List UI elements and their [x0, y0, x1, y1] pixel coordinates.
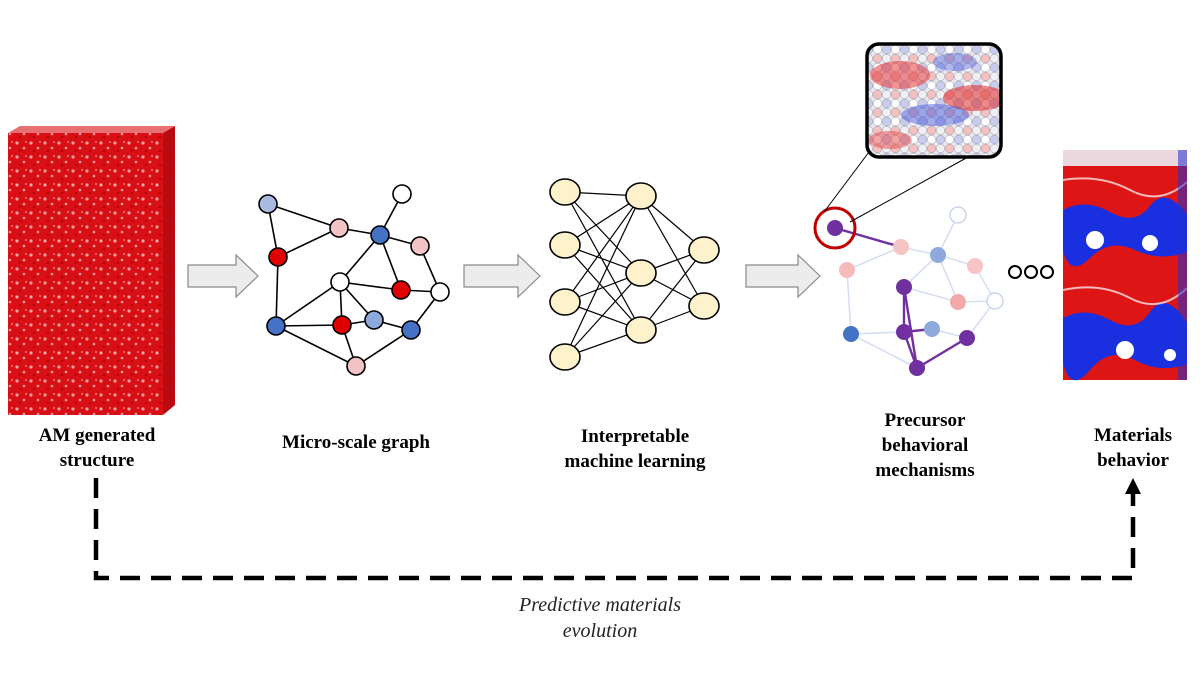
label-am-structure: AM generated structure: [0, 423, 194, 473]
input-neuron: [549, 288, 581, 316]
input-neuron: [549, 178, 581, 206]
ellipsis-icon: [1008, 265, 1054, 279]
graph-nodes: [258, 184, 450, 376]
feedback-caption: Predictive materials evolution: [470, 592, 730, 644]
graph-node: [401, 320, 421, 340]
label-interpretable-ml-line1: Interpretable: [580, 426, 690, 447]
input-neuron: [549, 231, 581, 259]
precursor-node: [839, 262, 855, 278]
label-materials-behavior: Materials behavior: [1066, 423, 1200, 473]
graph-node: [392, 184, 412, 204]
graph-node: [330, 272, 350, 292]
nn-neurons: [549, 178, 720, 371]
precursor-node-highlighted: [909, 360, 925, 376]
graph-node: [329, 218, 349, 238]
precursor-node-highlighted: [827, 220, 843, 236]
label-interpretable-ml-line2: machine learning: [564, 451, 706, 472]
graph-node: [266, 316, 286, 336]
feedback-caption-line1: Predictive materials: [519, 594, 681, 616]
process-arrow-3: [745, 253, 821, 299]
feedback-loop: [93, 478, 1136, 581]
precursor-graph: [813, 206, 1004, 376]
label-am-structure-line1: AM generated: [38, 425, 156, 446]
label-precursor-line1: Precursor: [884, 410, 966, 431]
process-arrow-1: [187, 253, 259, 299]
precursor-nodes: [827, 206, 1004, 376]
materials-behavior-block: [1062, 150, 1188, 381]
hidden-neuron: [625, 316, 657, 344]
label-materials-behavior-line1: Materials: [1093, 425, 1173, 446]
am-structure-block: [8, 126, 175, 415]
precursor-node: [950, 294, 966, 310]
graph-node: [391, 280, 411, 300]
graph-node: [258, 194, 278, 214]
feedback-arrowhead: [1125, 478, 1141, 494]
precursor-node-highlighted: [959, 330, 975, 346]
graph-node: [332, 315, 352, 335]
precursor-node: [930, 247, 946, 263]
process-arrow-2: [463, 253, 541, 299]
graph-node: [364, 310, 384, 330]
label-micro-graph: Micro-scale graph: [256, 430, 456, 455]
precursor-node: [949, 206, 967, 224]
zoom-inset: [823, 42, 1003, 223]
precursor-node: [986, 292, 1004, 310]
hidden-neuron: [625, 259, 657, 287]
graph-edges: [267, 193, 441, 367]
precursor-node-highlighted: [896, 324, 912, 340]
label-precursor-line2: behavioral: [881, 435, 969, 456]
graph-node: [430, 282, 450, 302]
neural-network: [549, 178, 720, 371]
hidden-neuron: [625, 182, 657, 210]
graph-node: [346, 356, 366, 376]
precursor-node: [843, 326, 859, 342]
precursor-node: [967, 258, 983, 274]
label-materials-behavior-line2: behavior: [1097, 450, 1169, 471]
label-micro-graph-line1: Micro-scale graph: [282, 432, 430, 453]
precursor-node: [893, 239, 909, 255]
label-precursor-line3: mechanisms: [875, 460, 975, 481]
graph-node: [268, 247, 288, 267]
highlight-ring: [813, 206, 857, 250]
graph-node: [410, 236, 430, 256]
graph-node: [370, 225, 390, 245]
feedback-caption-line2: evolution: [562, 620, 638, 642]
precursor-node-highlighted: [896, 279, 912, 295]
label-interpretable-ml: Interpretable machine learning: [530, 424, 740, 474]
output-neuron: [688, 236, 720, 264]
micro-scale-graph: [258, 184, 450, 376]
precursor-node: [924, 321, 940, 337]
label-am-structure-line2: structure: [59, 450, 135, 471]
label-precursor: Precursor behavioral mechanisms: [835, 408, 1015, 483]
input-neuron: [549, 343, 581, 371]
output-neuron: [688, 292, 720, 320]
